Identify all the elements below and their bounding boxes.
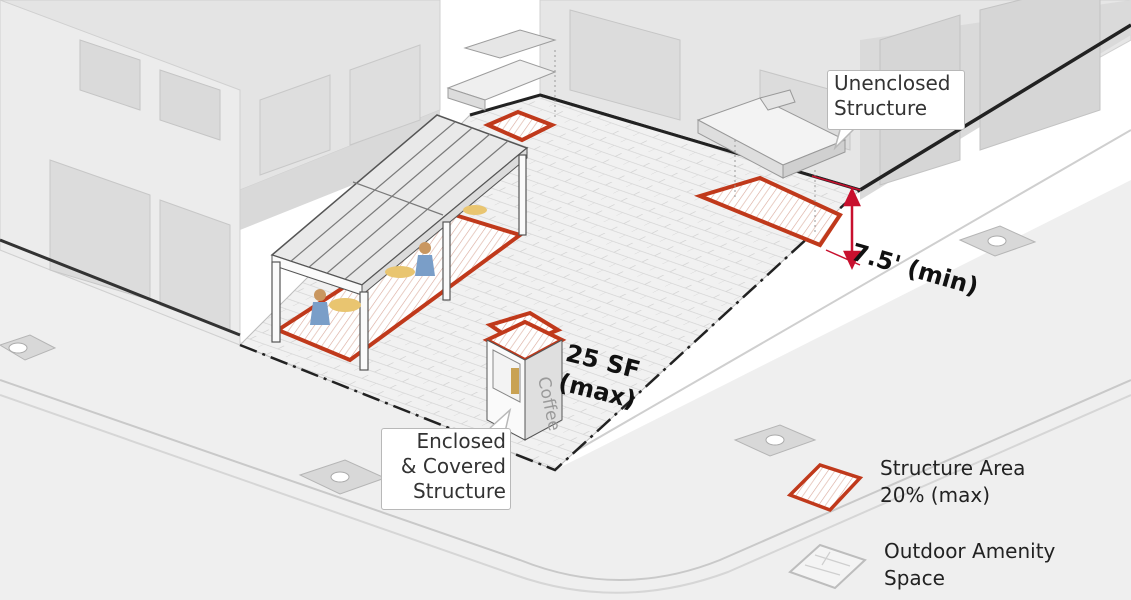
unenclosed-structure-callout: Unenclosed Structure [827, 70, 965, 130]
enclosed-line3: Structure [412, 479, 506, 503]
legend-structure-line2: 20% (max) [880, 483, 990, 507]
coffee-kiosk: Coffee [482, 319, 567, 441]
legend-outdoor-line2: Space [884, 566, 945, 590]
legend-structure-area: Structure Area 20% (max) [880, 455, 1025, 509]
legend-outdoor-line1: Outdoor Amenity [884, 539, 1056, 563]
height-dimension [811, 175, 861, 270]
unenclosed-canopy-right [696, 89, 847, 235]
enclosed-line2: & Covered [400, 454, 506, 478]
legend-outdoor-amenity: Outdoor Amenity Space [884, 538, 1055, 592]
enclosed-line1: Enclosed [416, 429, 506, 453]
enclosed-structure-callout: Enclosed & Covered Structure [381, 428, 511, 510]
pergola-occupants [310, 205, 487, 325]
left-building [0, 0, 441, 346]
pergola-structure [270, 114, 529, 371]
legend-structure-line1: Structure Area [880, 456, 1026, 480]
legend-outdoor-swatch [788, 543, 867, 590]
unenclosed-line2: Structure [834, 96, 928, 120]
sidewalk [0, 129, 1131, 600]
unenclosed-canopy-small [446, 29, 557, 118]
legend-structure-swatch [786, 463, 864, 513]
unenclosed-line1: Unenclosed [834, 71, 951, 95]
